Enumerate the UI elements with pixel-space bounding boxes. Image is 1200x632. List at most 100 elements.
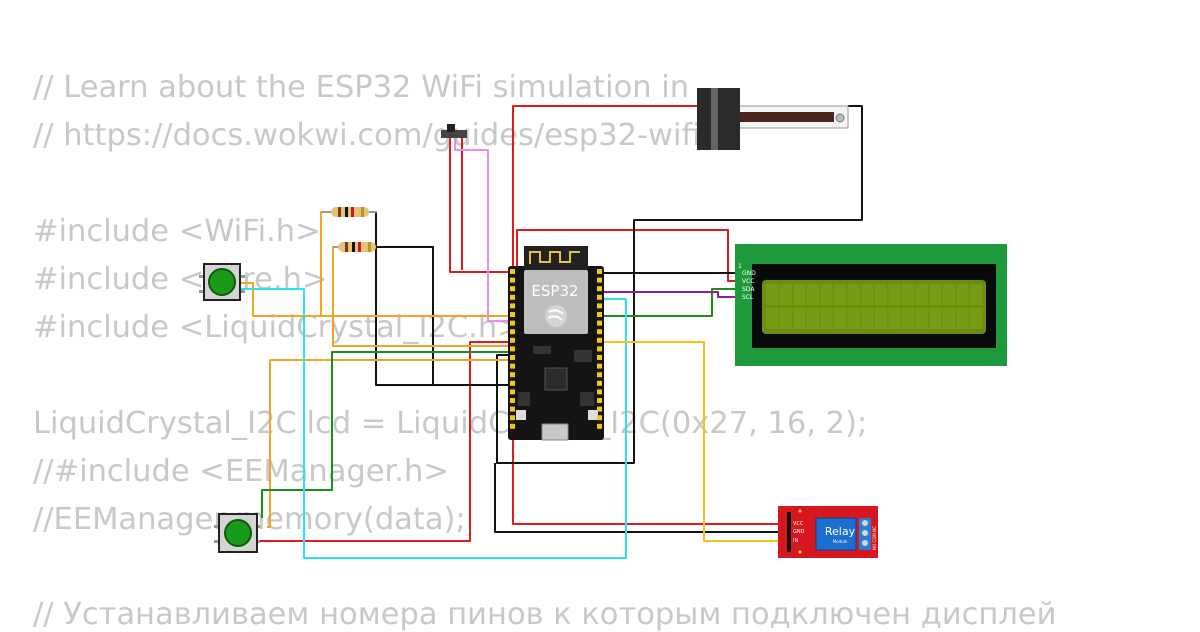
wire-orange-resistor-2[interactable] bbox=[332, 246, 511, 347]
lcd-cell bbox=[929, 308, 942, 329]
esp32-pin[interactable] bbox=[597, 398, 602, 403]
lcd-cell bbox=[888, 308, 901, 329]
esp32-pin[interactable] bbox=[510, 423, 515, 429]
esp32-pin[interactable] bbox=[510, 320, 515, 326]
esp32-pin[interactable] bbox=[597, 303, 602, 309]
esp32-pin[interactable] bbox=[510, 415, 515, 421]
esp32-pin[interactable] bbox=[597, 363, 602, 369]
esp32-pin[interactable] bbox=[510, 389, 515, 395]
lcd-cell bbox=[915, 284, 928, 305]
lcd-cell bbox=[970, 308, 983, 329]
code-line-10: //EEManager memory(data); bbox=[33, 502, 466, 537]
esp32-pin[interactable] bbox=[510, 269, 515, 274]
esp32-pin[interactable] bbox=[597, 286, 602, 292]
boot-button[interactable] bbox=[588, 410, 598, 420]
lcd-cell bbox=[902, 284, 915, 305]
wire-green-lcd-sda[interactable] bbox=[603, 288, 740, 317]
wire-red-potentiometer[interactable] bbox=[512, 105, 700, 268]
wire-yellow-relay-in[interactable] bbox=[516, 341, 790, 542]
lcd-cell bbox=[915, 308, 928, 329]
slider-knob[interactable] bbox=[697, 88, 740, 150]
wire-purple-lcd-scl[interactable] bbox=[603, 291, 740, 298]
wire-cyan-button-top[interactable] bbox=[240, 288, 627, 559]
wire-red-button-bottom[interactable] bbox=[256, 341, 511, 542]
lcd-cell bbox=[861, 308, 874, 329]
lcd-pin-1-mark: 1 bbox=[738, 263, 742, 270]
resistor-1 bbox=[322, 207, 377, 217]
esp32-pin[interactable] bbox=[597, 389, 602, 395]
relay-pin-vcc: VCC bbox=[793, 521, 804, 527]
esp32-pin[interactable] bbox=[510, 380, 515, 386]
esp32-pin[interactable] bbox=[597, 372, 602, 378]
slide-switch[interactable] bbox=[441, 124, 467, 138]
lcd-cell bbox=[874, 308, 888, 329]
lcd-cell bbox=[793, 284, 806, 305]
lcd-cell bbox=[847, 284, 860, 305]
wire-orange-button-bottom[interactable] bbox=[267, 359, 511, 528]
esp32-pin[interactable] bbox=[510, 363, 515, 369]
esp32-pin[interactable] bbox=[510, 337, 515, 343]
esp32-pin[interactable] bbox=[510, 398, 515, 403]
esp32-pin[interactable] bbox=[597, 277, 602, 283]
relay-module[interactable]: Relay Module VCC GND IN NO COM NC bbox=[778, 506, 878, 558]
wire-red-relay-vcc[interactable] bbox=[512, 420, 790, 525]
lcd-cell bbox=[942, 308, 956, 329]
lcd-cell bbox=[874, 284, 888, 305]
relay-pin-gnd: GND bbox=[793, 529, 805, 535]
esp32-pin[interactable] bbox=[510, 294, 515, 300]
esp32-board[interactable]: ESP32 bbox=[508, 246, 604, 441]
esp32-pin[interactable] bbox=[510, 329, 515, 335]
esp32-pin[interactable] bbox=[510, 406, 515, 412]
esp32-pin[interactable] bbox=[510, 277, 515, 283]
esp32-pin[interactable] bbox=[597, 415, 602, 421]
esp32-pin[interactable] bbox=[510, 312, 515, 317]
relay-label: Relay bbox=[825, 525, 856, 538]
lcd-cell bbox=[956, 308, 969, 329]
wire-green-button-bottom[interactable] bbox=[261, 351, 511, 518]
esp32-pin[interactable] bbox=[597, 329, 602, 335]
lcd-character-grid bbox=[766, 284, 983, 329]
lcd-cell bbox=[956, 284, 969, 305]
lcd-cell bbox=[902, 308, 915, 329]
slide-potentiometer[interactable] bbox=[697, 88, 849, 150]
esp32-pin[interactable] bbox=[597, 269, 602, 274]
en-button[interactable] bbox=[516, 410, 526, 420]
pushbutton-top[interactable] bbox=[199, 263, 245, 301]
lcd-cell bbox=[806, 308, 820, 329]
esp32-label: ESP32 bbox=[531, 282, 578, 300]
lcd-pin-gnd: GND bbox=[742, 270, 756, 277]
esp32-pin[interactable] bbox=[510, 346, 515, 352]
esp32-pin[interactable] bbox=[510, 303, 515, 309]
esp32-pin[interactable] bbox=[597, 406, 602, 412]
esp32-pin-header-left bbox=[510, 269, 515, 429]
wire-orange-button-top[interactable] bbox=[240, 282, 511, 317]
lcd-cell bbox=[970, 284, 983, 305]
esp32-pin[interactable] bbox=[597, 320, 602, 326]
code-line-2: // https://docs.wokwi.com/guides/esp32-w… bbox=[33, 118, 701, 153]
wire-red-slide-switch[interactable] bbox=[449, 136, 512, 273]
esp32-pin[interactable] bbox=[597, 423, 602, 429]
esp32-pin[interactable] bbox=[597, 346, 602, 352]
esp32-pin[interactable] bbox=[597, 294, 602, 300]
lcd-cell bbox=[793, 308, 806, 329]
code-line-6: #include <LiquidCrystal_I2C.h> bbox=[33, 310, 523, 345]
lcd-cell bbox=[861, 284, 874, 305]
pushbutton-bottom[interactable] bbox=[214, 513, 260, 553]
esp32-pin[interactable] bbox=[597, 380, 602, 386]
esp32-pin[interactable] bbox=[597, 312, 602, 317]
wire-red-lcd-vcc[interactable] bbox=[516, 229, 740, 282]
wire-black-relay-gnd[interactable] bbox=[494, 463, 790, 533]
lcd-cell bbox=[834, 284, 847, 305]
lcd-cell bbox=[888, 284, 901, 305]
lcd-cell bbox=[766, 308, 779, 329]
lcd-cell bbox=[766, 284, 779, 305]
esp32-pin[interactable] bbox=[510, 286, 515, 292]
lcd-pin-scl: SCL bbox=[742, 294, 754, 301]
wire-violet-slide-switch[interactable] bbox=[454, 136, 511, 322]
esp32-pin[interactable] bbox=[597, 337, 602, 343]
esp32-pin[interactable] bbox=[597, 355, 602, 360]
lcd-pin-vcc: VCC bbox=[742, 278, 754, 285]
esp32-pin[interactable] bbox=[510, 355, 515, 360]
esp32-pin[interactable] bbox=[510, 372, 515, 378]
code-line-1: // Learn about the ESP32 WiFi simulation… bbox=[33, 70, 690, 105]
